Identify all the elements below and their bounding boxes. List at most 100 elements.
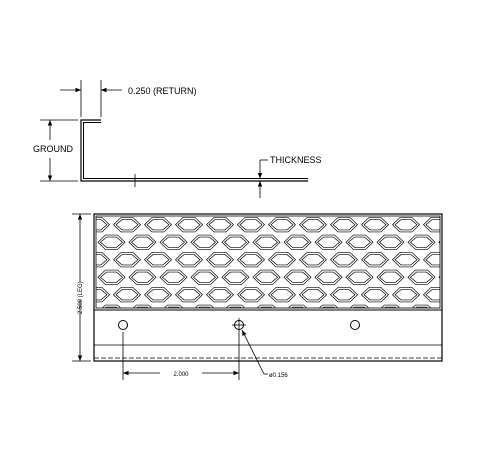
mesh-cell [132,342,154,352]
mesh-cell [314,234,343,250]
mesh-cell [130,236,155,248]
mesh-cell [470,200,497,214]
mesh-cell [425,219,440,231]
mesh-cell [52,323,79,337]
mesh-cell [192,271,217,283]
mesh-cell [473,237,495,247]
mesh-cell [298,217,328,233]
mesh-cell [457,220,479,230]
mesh-cell [85,325,107,335]
mesh-cell [130,271,155,283]
mesh-cell [362,323,389,337]
mesh-cell [270,219,294,231]
mesh-cell [315,200,342,214]
mesh-cell [345,234,374,250]
mesh-cell [259,306,274,308]
mesh-cell [253,340,280,354]
mesh-cell [205,217,235,233]
mesh-cell [301,289,325,301]
mesh-cell [283,269,312,285]
mesh-cell [228,306,243,308]
mesh-cell [112,252,142,268]
mesh-cell [190,234,219,250]
mesh-cell [194,304,215,308]
mesh-cell [163,202,185,212]
mesh-cell [128,269,157,285]
mesh-cell [486,323,500,337]
mesh-cell [425,254,440,266]
mesh-cell [96,254,108,266]
mesh-cell [318,202,340,212]
mesh-cell [442,342,464,352]
mesh-cell [159,234,188,250]
mesh-cell [163,342,185,352]
mesh-cell [112,287,142,303]
mesh-cell [96,219,108,231]
mesh-cell [143,287,173,303]
mesh-cell [380,202,402,212]
mesh-cell [96,217,111,233]
mesh-cell [70,342,92,352]
mesh-cell [101,202,123,212]
mesh-cell [115,289,139,301]
mesh-cell [54,255,76,265]
mesh-cell [349,342,371,352]
thickness-label: THICKNESS [270,155,322,165]
mesh-cell [191,340,218,354]
mesh-cell [424,323,451,337]
mesh-cell [285,236,310,248]
mesh-cell [129,200,156,214]
mesh-cell [455,288,482,302]
mesh-cell [411,202,433,212]
mesh-cell [239,289,263,301]
mesh-cell [360,287,390,303]
mesh-cell [284,340,311,354]
mesh-cell [194,202,216,212]
thickness-dimension: THICKNESS [257,155,322,198]
mesh-cell [174,252,204,268]
mesh-cell [192,236,217,248]
mesh-cell [380,342,402,352]
mesh-cell [473,342,495,352]
mesh-cell [318,304,339,308]
mesh-cell [236,217,266,233]
mesh-cell [97,234,126,250]
mesh-cell [455,218,482,232]
mesh-cell [52,253,79,267]
mesh-cell [221,234,250,250]
mesh-cell [488,255,500,265]
mesh-cell [411,342,433,352]
mesh-cell [267,287,297,303]
mesh-cell [321,306,336,308]
mesh-cell [407,234,436,250]
mesh-cell [146,219,170,231]
mesh-cell [267,252,297,268]
mesh-cell [96,287,111,303]
mesh-cell [256,202,278,212]
mesh-cell [302,325,324,335]
mesh-cell [442,272,464,282]
mesh-cell [380,304,401,308]
mesh-cell [129,340,156,354]
mesh-cell [177,289,201,301]
mesh-cell [135,306,150,308]
mesh-cell [486,288,500,302]
mesh-cell [252,234,281,250]
mesh-cell [178,325,200,335]
mesh-cell [376,234,405,250]
mesh-cell [176,323,203,337]
mesh-cell [128,234,157,250]
mesh-cell [346,340,373,354]
mesh-cell [254,236,279,248]
plate-front-view [52,200,500,362]
mesh-cell [269,323,296,337]
mesh-cell [67,340,94,354]
mesh-cell [225,342,247,352]
mounting-hole-right [350,320,360,330]
hole-spacing-dimension: 2.000 [122,332,240,380]
mesh-cell [347,271,372,283]
mesh-cell [455,323,482,337]
mesh-cell [284,200,311,214]
hole-spacing-label: 2.000 [173,372,189,378]
mesh-cell [394,289,418,301]
